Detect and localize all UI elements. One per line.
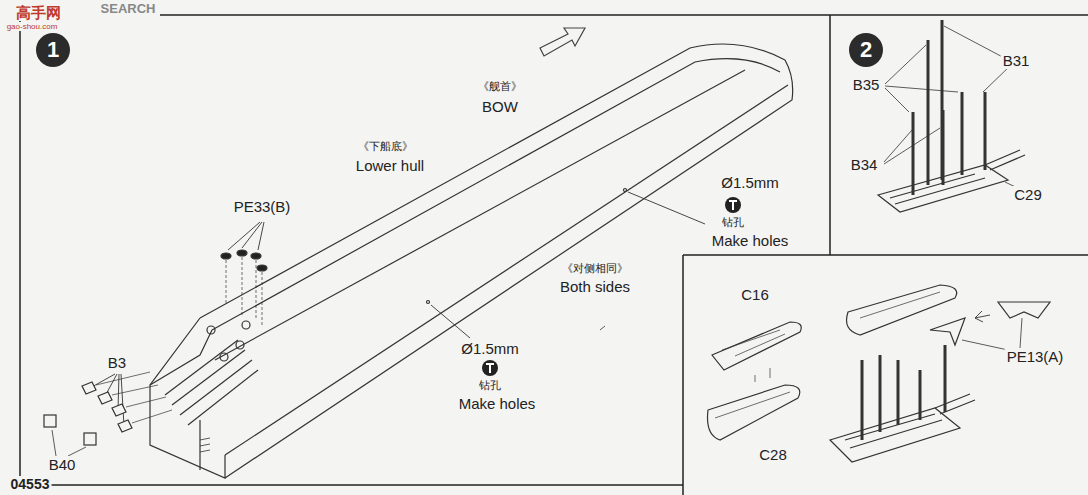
- step-number-circle: 1: [36, 33, 70, 67]
- part-number: C28: [757, 446, 789, 463]
- boat-part: [708, 285, 957, 440]
- part-number: PE13(A): [1005, 348, 1066, 365]
- dimension: Ø1.5mm: [719, 174, 781, 191]
- step-number: 1: [47, 37, 59, 63]
- instruction-note: 钻孔: [477, 379, 503, 392]
- dimension: Ø1.5mm: [459, 340, 521, 357]
- part-number: C16: [739, 286, 771, 303]
- watermark: 高手网: [14, 4, 63, 21]
- leader-line: [884, 26, 1026, 192]
- kit-number: 04553: [9, 476, 52, 492]
- cube-part: [44, 415, 96, 445]
- instruction: Both sides: [558, 278, 632, 295]
- part-note: 《对侧相同》: [560, 262, 630, 275]
- part-number: C29: [1012, 186, 1044, 203]
- step-number: 2: [860, 37, 872, 63]
- placement-line: [226, 257, 262, 325]
- instruction: Make holes: [710, 232, 791, 249]
- part-note: 《舰首》: [476, 80, 524, 93]
- instruction: Make holes: [457, 395, 538, 412]
- pe-part: [930, 302, 1050, 345]
- panel-frame: [20, 15, 1088, 495]
- davit-rack: [830, 345, 975, 462]
- davit-rack: [878, 20, 1025, 212]
- placement-arrow: [975, 311, 990, 322]
- part-number: B34: [849, 156, 880, 173]
- cap-part: [82, 382, 132, 432]
- part-number: B31: [1001, 52, 1032, 69]
- part-number: B3: [106, 354, 128, 371]
- lower-hull-drawing: [150, 44, 793, 478]
- instruction-note: 钻孔: [720, 216, 746, 229]
- leader-line: [962, 318, 1022, 350]
- drill-icon-mark: [486, 201, 737, 373]
- watermark: SEARCH: [99, 2, 158, 17]
- direction-arrow: [540, 28, 585, 56]
- placement-arrow: [96, 372, 172, 423]
- step-number-circle: 2: [849, 33, 883, 67]
- leader-line: [52, 430, 86, 456]
- part-number: PE33(B): [232, 198, 293, 215]
- leader-line: [90, 192, 705, 426]
- placement-line: [755, 368, 770, 382]
- part-name: Lower hull: [354, 157, 426, 174]
- part-name: BOW: [480, 98, 520, 115]
- watermark: gao-shou.com: [5, 22, 60, 31]
- part-number: B40: [47, 456, 78, 473]
- part-note: 《下船底》: [356, 140, 415, 153]
- drill-icon: [482, 197, 741, 376]
- pe-disc: [221, 250, 267, 271]
- part-number: B35: [851, 76, 882, 93]
